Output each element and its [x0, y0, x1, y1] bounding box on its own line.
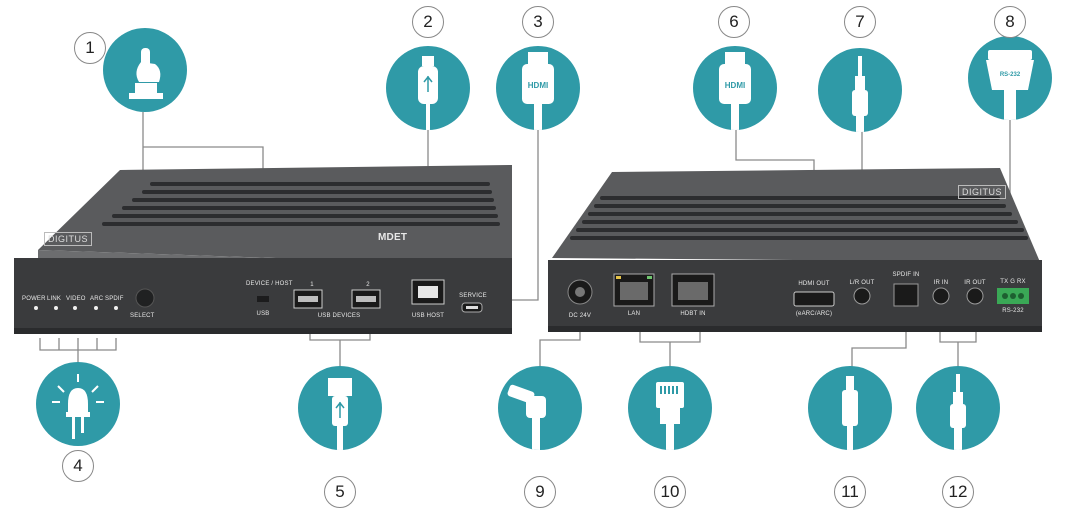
rs232-port-label: RS-232: [1002, 308, 1024, 314]
callout-4: 4: [62, 450, 94, 482]
usb-port-1-label: 1: [310, 282, 314, 288]
device-host-label: DEVICE / HOST: [246, 281, 293, 287]
callout-9: 9: [524, 476, 556, 508]
callout-2: 2: [412, 6, 444, 38]
optical-cable-icon: [808, 366, 892, 450]
select-label: SELECT: [130, 313, 155, 319]
hdmi-cable-icon-tx: HDMI: [496, 46, 580, 130]
hdmi-plug-text: HDMI: [725, 81, 745, 90]
callout-1: 1: [74, 32, 106, 64]
dc-power-plug-icon: [498, 366, 582, 450]
callout-11: 11: [834, 476, 866, 508]
finger-press-icon: [103, 28, 187, 112]
audio-jack-icon: [818, 48, 902, 132]
usb-a-cable-icon: [298, 366, 382, 450]
usb-port-2-label: 2: [366, 282, 370, 288]
ir-jack-cable-icon: [916, 366, 1000, 450]
rs232-connector-icon: RS-232: [968, 36, 1052, 120]
callout-8: 8: [994, 6, 1026, 38]
hdbt-in-label: HDBT IN: [680, 311, 706, 317]
usb-host-label: USB HOST: [411, 313, 445, 319]
rj45-cable-icon: [628, 366, 712, 450]
spdif-in-label: SPDIF IN: [892, 272, 920, 278]
led-label-spdif: SPDIF: [105, 296, 124, 302]
led-label-arc: ARC: [90, 296, 104, 302]
led-label-link: LINK: [47, 296, 62, 302]
tx-model-mark: MDET: [378, 232, 408, 243]
callout-7: 7: [844, 6, 876, 38]
ir-in-label: IR IN: [933, 280, 949, 286]
hdmi-out-label: HDMI OUT: [798, 281, 830, 287]
callout-3: 3: [522, 6, 554, 38]
usb-devices-label: USB DEVICES: [317, 313, 361, 319]
usb-switch-label: USB: [256, 311, 270, 317]
service-label: SERVICE: [459, 293, 487, 299]
lr-out-label: L/R OUT: [849, 280, 875, 286]
ir-out-label: IR OUT: [964, 280, 986, 286]
hdmi-out-sub-label: (eARC/ARC): [795, 311, 833, 317]
led-label-power: POWER: [22, 296, 46, 302]
rs232-plug-text: RS-232: [1000, 72, 1021, 78]
hdmi-cable-icon-rx: HDMI: [693, 46, 777, 130]
tx-brand-logo: DIGITUS: [44, 232, 93, 246]
rx-brand-logo: DIGITUS: [958, 185, 1007, 199]
dc-label: DC 24V: [568, 313, 592, 319]
callout-12: 12: [942, 476, 974, 508]
callout-10: 10: [654, 476, 686, 508]
lan-label: LAN: [627, 311, 641, 317]
rs232-pin-label: TX G RX: [1000, 279, 1026, 285]
micro-usb-icon: [386, 46, 470, 130]
led-bulb-icon: [36, 362, 120, 446]
led-label-video: VIDEO: [66, 296, 86, 302]
select-button: [135, 288, 155, 308]
callout-5: 5: [324, 476, 356, 508]
hdmi-plug-text: HDMI: [528, 81, 548, 90]
callout-6: 6: [718, 6, 750, 38]
